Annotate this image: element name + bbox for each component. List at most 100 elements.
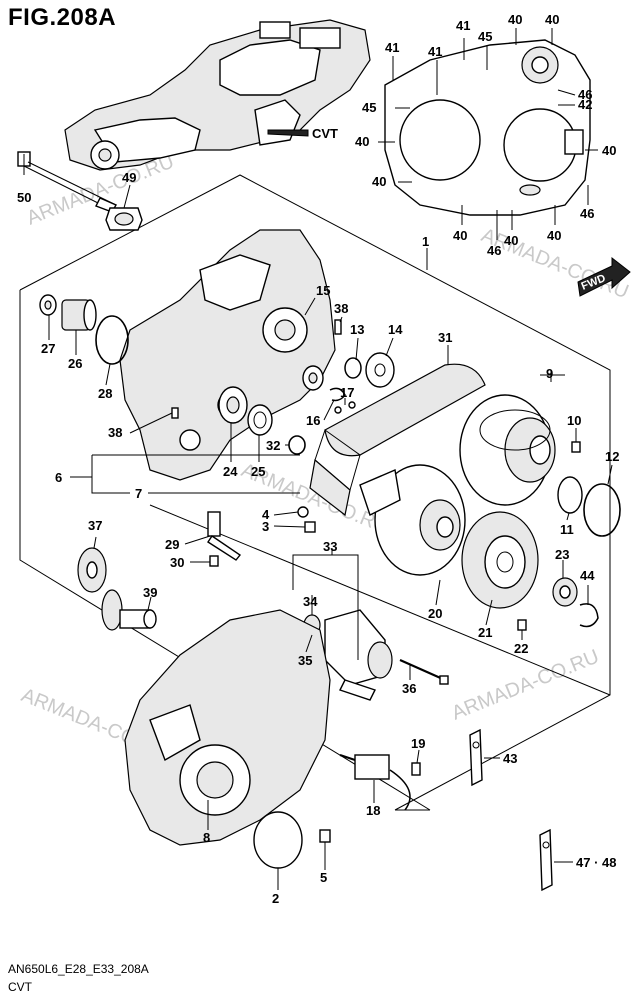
callout-4: 4 — [262, 507, 270, 522]
drive-belt-31 — [309, 363, 486, 517]
bolt-3 — [304, 521, 316, 533]
callout-40: 40 — [545, 12, 559, 27]
oring-11 — [557, 476, 583, 514]
gear-37 — [77, 547, 107, 593]
callout-46: 46 — [580, 206, 594, 221]
bolt-22 — [517, 619, 527, 631]
callout-1: 1 — [422, 234, 429, 249]
callout-45: 45 — [362, 100, 376, 115]
callout-40: 40 — [602, 143, 616, 158]
callout-26: 26 — [68, 356, 82, 371]
callout-labels: 50 49 41 41 41 45 40 40 46 42 45 40 40 4… — [17, 12, 619, 906]
callout-42: 42 — [578, 97, 592, 112]
callout-24: 24 — [223, 464, 238, 479]
oring-12 — [583, 483, 621, 537]
bearing-24 — [218, 386, 248, 424]
bolt-30 — [209, 555, 219, 567]
callout-46: 46 — [487, 243, 501, 258]
lower-case-8 — [124, 609, 331, 846]
callout-40: 40 — [372, 174, 386, 189]
bolt-10 — [571, 441, 581, 453]
callout-41: 41 — [456, 18, 470, 33]
clip-44 — [579, 603, 599, 628]
driven-pulley-9 — [459, 394, 556, 506]
callout-14: 14 — [388, 322, 403, 337]
footer-name: CVT — [8, 980, 32, 994]
callout-21: 21 — [478, 625, 492, 640]
drive-pulley-20 — [359, 464, 466, 576]
callout-11: 11 — [560, 522, 574, 537]
cvt-label: CVT — [312, 126, 338, 141]
cooling-fan-21 — [461, 511, 539, 609]
footer-code: AN650L6_E28_E33_208A — [8, 962, 149, 976]
callout-25: 25 — [251, 464, 265, 479]
callout-27: 27 — [41, 341, 55, 356]
bolt-5 — [319, 829, 331, 843]
callout-45: 45 — [478, 29, 492, 44]
callout-40: 40 — [504, 233, 518, 248]
callout-44: 44 — [580, 568, 595, 583]
callout-22: 22 — [514, 641, 528, 656]
bolt-19 — [411, 762, 421, 776]
callout-41: 41 — [428, 44, 442, 59]
callout-6: 6 — [55, 470, 62, 485]
callout-2: 2 — [272, 891, 279, 906]
callout-40: 40 — [547, 228, 561, 243]
dowel-17 — [334, 401, 356, 414]
callout-35: 35 — [298, 653, 312, 668]
crankcase-cover — [119, 229, 336, 481]
engine-illustration: CVT — [64, 19, 371, 171]
nut-49 — [105, 207, 143, 231]
bolt-36 — [399, 658, 449, 685]
callout-16: 16 — [306, 413, 320, 428]
callout-37: 37 — [88, 518, 102, 533]
cover-2 — [253, 811, 303, 869]
gear-shaft-39 — [101, 589, 157, 631]
bearing-27 — [39, 294, 57, 316]
callout-5: 5 — [320, 870, 327, 885]
callout-15: 15 — [316, 283, 330, 298]
oring-32 — [288, 435, 306, 455]
sensor-29 — [207, 511, 242, 561]
callout-17: 17 — [340, 385, 354, 400]
callout-41: 41 — [385, 40, 399, 55]
oring-28 — [95, 315, 129, 365]
callout-23: 23 — [555, 547, 569, 562]
callout-38: 38 — [108, 425, 122, 440]
callout-8: 8 — [203, 830, 210, 845]
bracket-43 — [469, 728, 483, 787]
cvt-cover-case — [384, 39, 591, 216]
bearing-23 — [552, 577, 578, 607]
figure-title: FIG.208A — [8, 4, 117, 31]
oring-13 — [344, 357, 362, 379]
callout-50: 50 — [17, 190, 31, 205]
bracket-47-48 — [539, 828, 553, 892]
callout-33: 33 — [323, 539, 337, 554]
callout-7: 7 — [135, 486, 142, 501]
washer-14 — [365, 352, 395, 388]
callout-12: 12 — [605, 449, 619, 464]
callout-39: 39 — [143, 585, 157, 600]
leader-lines — [23, 28, 613, 890]
callout-47-48: 47 · 48 — [576, 855, 616, 870]
callout-36: 36 — [402, 681, 416, 696]
callout-20: 20 — [428, 606, 442, 621]
callout-38: 38 — [334, 301, 348, 316]
callout-13: 13 — [350, 322, 364, 337]
callout-3: 3 — [262, 519, 269, 534]
callout-43: 43 — [503, 751, 517, 766]
clip-16 — [329, 387, 346, 402]
callout-30: 30 — [170, 555, 184, 570]
callout-28: 28 — [98, 386, 112, 401]
callout-18: 18 — [366, 803, 380, 818]
bearing-26 — [61, 299, 97, 331]
callout-46: 46 — [578, 87, 592, 102]
callout-29: 29 — [165, 537, 179, 552]
bearing-15 — [302, 365, 324, 391]
callout-32: 32 — [266, 438, 280, 453]
callout-10: 10 — [567, 413, 581, 428]
callout-49: 49 — [122, 170, 136, 185]
callout-31: 31 — [438, 330, 452, 345]
callout-40: 40 — [355, 134, 369, 149]
